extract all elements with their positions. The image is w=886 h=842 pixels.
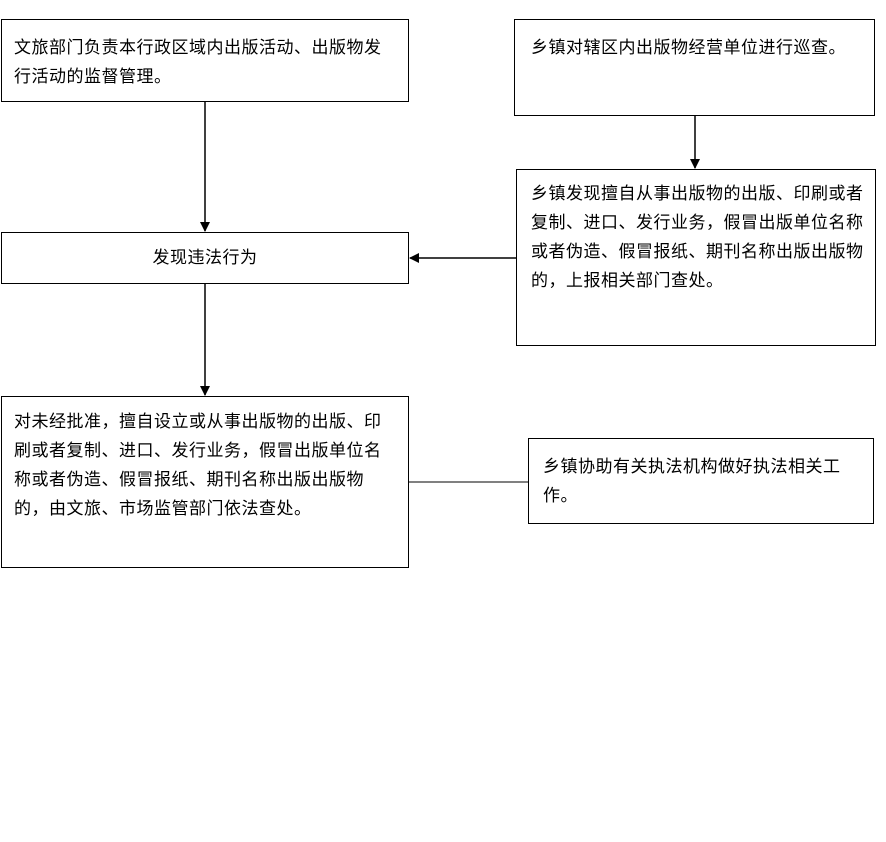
node-discover-violation: 发现违法行为 [1, 232, 409, 284]
node-discover-violation-text: 发现违法行为 [152, 247, 258, 268]
node-town-assist: 乡镇协助有关执法机构做好执法相关工作。 [528, 438, 874, 524]
node-wenlv-supervision: 文旅部门负责本行政区域内出版活动、出版物发行活动的监督管理。 [1, 19, 409, 102]
node-penalty-text: 对未经批准，擅自设立或从事出版物的出版、印刷或者复制、进口、发行业务，假冒出版单… [14, 412, 382, 519]
node-town-report-text: 乡镇发现擅自从事出版物的出版、印刷或者复制、进口、发行业务，假冒出版单位名称或者… [531, 184, 864, 291]
node-town-inspection: 乡镇对辖区内出版物经营单位进行巡查。 [514, 19, 875, 116]
node-town-assist-text: 乡镇协助有关执法机构做好执法相关工作。 [543, 457, 841, 506]
node-penalty: 对未经批准，擅自设立或从事出版物的出版、印刷或者复制、进口、发行业务，假冒出版单… [1, 396, 409, 568]
node-town-report: 乡镇发现擅自从事出版物的出版、印刷或者复制、进口、发行业务，假冒出版单位名称或者… [516, 169, 876, 346]
node-wenlv-supervision-text: 文旅部门负责本行政区域内出版活动、出版物发行活动的监督管理。 [14, 38, 382, 87]
node-town-inspection-text: 乡镇对辖区内出版物经营单位进行巡查。 [531, 38, 846, 58]
